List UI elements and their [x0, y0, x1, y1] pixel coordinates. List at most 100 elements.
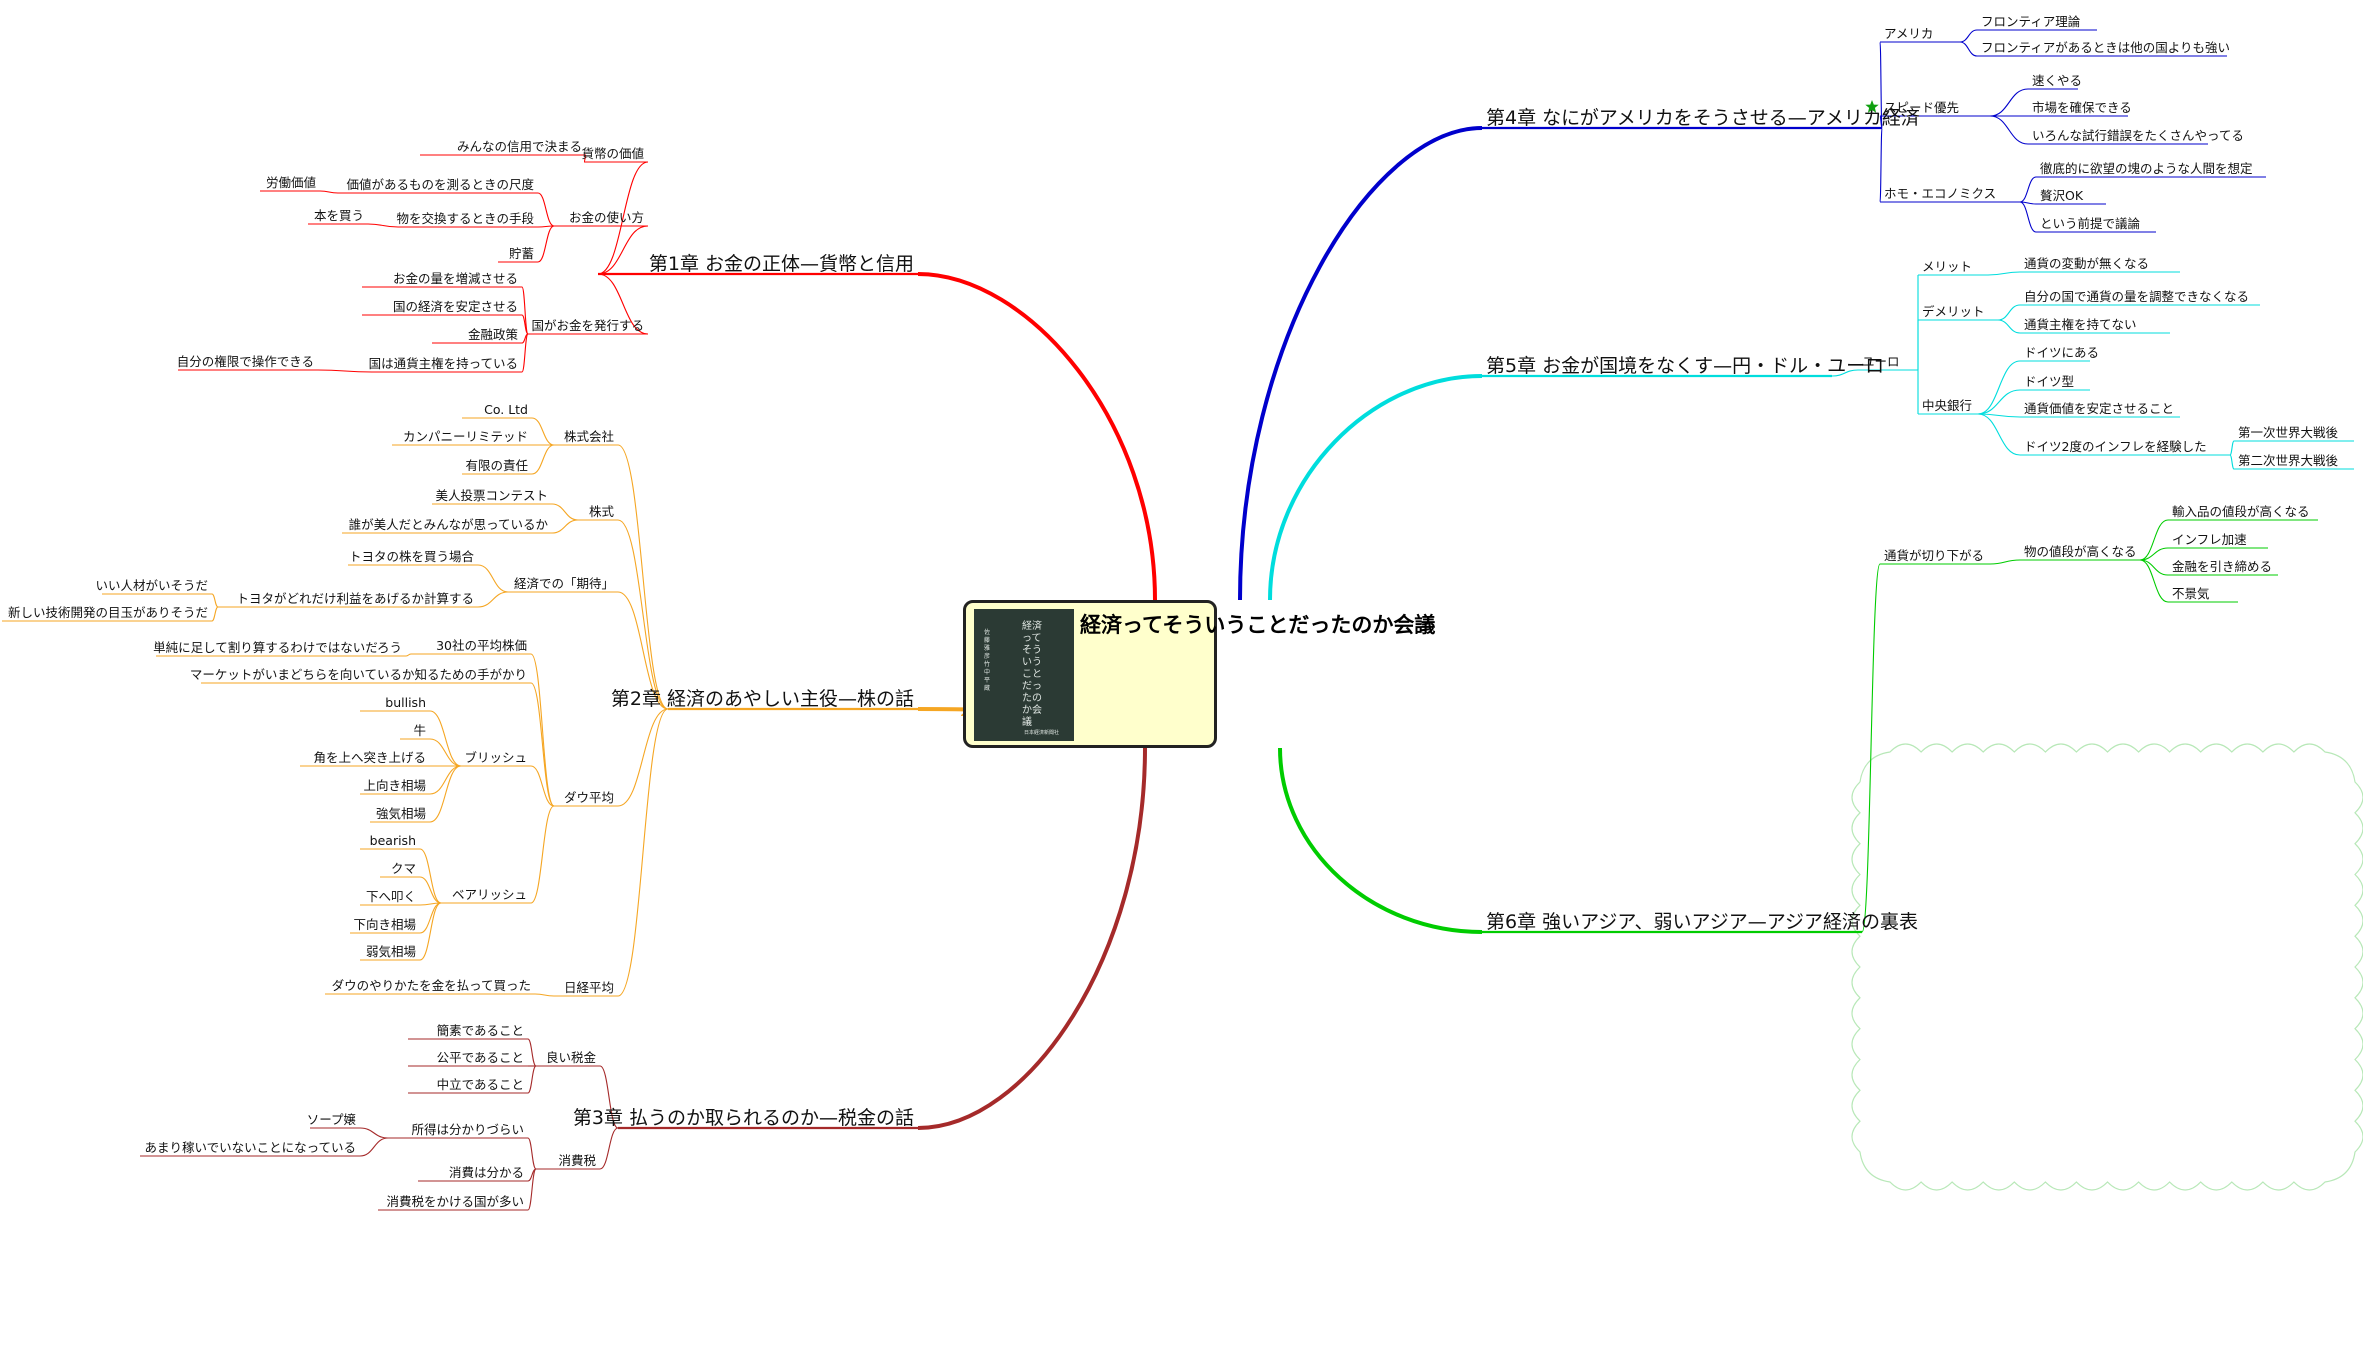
topic-node[interactable]: 中立であること	[437, 1077, 524, 1092]
topic-node[interactable]: 株式	[589, 504, 615, 519]
central-topic-title: 経済ってそういうことだったのか会議	[1080, 613, 1436, 637]
topic-node[interactable]: 輸入品の値段が高くなる	[2172, 504, 2310, 519]
topic-node[interactable]: 角を上へ突き上げる	[313, 750, 426, 765]
topic-node[interactable]: カンパニーリミテッド	[403, 429, 528, 444]
chapter-topic[interactable]: 第1章 お金の正体—貨幣と信用	[649, 253, 914, 275]
branch-connector	[530, 805, 555, 904]
topic-node[interactable]: メリット	[1922, 259, 1972, 274]
topic-node[interactable]: トヨタの株を買う場合	[349, 549, 475, 564]
topic-node[interactable]: 第一次世界大戦後	[2238, 425, 2339, 440]
topic-node[interactable]: 有限の責任	[465, 458, 528, 473]
topic-node[interactable]: 本を買う	[314, 208, 364, 223]
branch-connector	[617, 444, 669, 710]
topic-node[interactable]: ホモ・エコノミクス	[1884, 186, 1996, 201]
topic-node[interactable]: 価値があるものを測るときの尺度	[346, 177, 534, 192]
topic-node[interactable]: 贅沢OK	[2040, 188, 2084, 203]
topic-node[interactable]: 金融政策	[468, 327, 519, 342]
topic-node[interactable]: ドイツにある	[2024, 345, 2099, 360]
topic-node[interactable]: お金の使い方	[569, 210, 644, 225]
topic-node[interactable]: クマ	[391, 861, 416, 876]
branch-connector	[2229, 454, 2235, 470]
topic-node[interactable]: お金の量を増減させる	[393, 271, 518, 286]
topic-node[interactable]: ユーロ	[1862, 354, 1900, 369]
topic-node[interactable]: 通貨主権を持てない	[2024, 317, 2137, 332]
topic-node[interactable]: 株式会社	[564, 429, 614, 444]
chapter-connector	[917, 747, 1147, 1130]
topic-node[interactable]: 第二次世界大戦後	[2238, 453, 2339, 468]
topic-node[interactable]: 金融を引き締める	[2172, 559, 2272, 574]
topic-node[interactable]: 貨幣の価値	[581, 146, 644, 161]
topic-node[interactable]: 国がお金を発行する	[531, 318, 644, 333]
topic-node[interactable]: 消費税	[558, 1153, 596, 1168]
topic-node[interactable]: 通貨価値を安定させること	[2024, 401, 2174, 416]
topic-node[interactable]: ダウのやりかたを金を払って買った	[332, 978, 531, 993]
topic-node[interactable]: アメリカ	[1884, 26, 1933, 41]
topic-node[interactable]: 日経平均	[564, 980, 614, 995]
topic-node[interactable]: 通貨が切り下がる	[1884, 548, 1984, 563]
branch-connector	[419, 876, 442, 904]
topic-node[interactable]: 誰が美人だとみんなが思っているか	[349, 517, 549, 532]
branch-connector	[1879, 115, 1883, 129]
chapter-topic[interactable]: 第6章 強いアジア、弱いアジア—アジア経済の裏表	[1486, 911, 1918, 933]
topic-node[interactable]: ドイツ2度のインフレを経験した	[2024, 439, 2207, 454]
topic-node[interactable]: いろんな試行錯誤をたくさんやってる	[2032, 128, 2244, 143]
topic-node[interactable]: 自分の国で通貨の量を調整できなくなる	[2024, 289, 2249, 304]
topic-node[interactable]: 牛	[413, 723, 426, 738]
topic-node[interactable]: ダウ平均	[564, 790, 614, 805]
topic-node[interactable]: 消費税をかける国が多い	[386, 1194, 524, 1209]
topic-node[interactable]: ソープ嬢	[307, 1112, 357, 1127]
chapter-topic[interactable]: 第5章 お金が国境をなくす—円・ドル・ユーロ	[1486, 355, 1884, 377]
topic-node[interactable]: 市場を確保できる	[2032, 100, 2132, 115]
topic-node[interactable]: 単純に足して割り算するわけではないだろう	[153, 640, 402, 655]
topic-node[interactable]: 所得は分かりづらい	[411, 1122, 524, 1137]
topic-node[interactable]: という前提で議論	[2040, 216, 2141, 231]
chapter-topic[interactable]: 第3章 払うのか取られるのか—税金の話	[573, 1107, 914, 1129]
topic-node[interactable]: 下へ叩く	[366, 889, 416, 904]
topic-node[interactable]: 物を交換するときの手段	[396, 211, 534, 226]
topic-node[interactable]: 国の経済を安定させる	[393, 299, 518, 314]
topic-node[interactable]: 物の値段が高くなる	[2024, 544, 2137, 559]
topic-node[interactable]: 公平であること	[437, 1050, 524, 1065]
topic-node[interactable]: 貯蓄	[509, 246, 534, 261]
topic-node[interactable]: 中央銀行	[1922, 398, 1972, 413]
topic-node[interactable]: あまり稼いでいないことになっている	[144, 1140, 356, 1155]
topic-node[interactable]: スピード優先	[1884, 100, 1959, 115]
topic-node[interactable]: 下向き相場	[353, 917, 416, 932]
topic-node[interactable]: いい人材がいそうだ	[95, 578, 208, 593]
topic-node[interactable]: 不景気	[2172, 586, 2210, 601]
topic-node[interactable]: 強気相場	[376, 806, 426, 821]
topic-node[interactable]: トヨタがどれだけ利益をあげるか計算する	[236, 591, 474, 606]
chapter-topic[interactable]: 第4章 なにがアメリカをそうさせる—アメリカ経済	[1486, 107, 1920, 129]
topic-node[interactable]: 簡素であること	[437, 1023, 524, 1038]
topic-node[interactable]: フロンティアがあるときは他の国よりも強い	[1981, 40, 2230, 55]
topic-node[interactable]: 消費は分かる	[449, 1165, 524, 1180]
topic-node[interactable]: ブリッシュ	[464, 750, 527, 765]
topic-node[interactable]: 美人投票コンテスト	[435, 488, 548, 503]
topic-node[interactable]: Co. Ltd	[484, 402, 528, 417]
topic-node[interactable]: 労働価値	[266, 175, 316, 190]
topic-node[interactable]: bullish	[385, 695, 426, 710]
topic-node[interactable]: ドイツ型	[2024, 374, 2074, 389]
topic-node[interactable]: 通貨の変動が無くなる	[2024, 256, 2149, 271]
topic-node[interactable]: インフレ加速	[2172, 532, 2247, 547]
topic-node[interactable]: 自分の権限で操作できる	[177, 354, 314, 369]
branch-connector	[405, 653, 412, 657]
topic-node[interactable]: マーケットがいまどちらを向いているか知るための手がかり	[190, 667, 527, 682]
topic-node[interactable]: 国は通貨主権を持っている	[369, 356, 518, 371]
chapter-topic[interactable]: 第2章 経済のあやしい主役—株の話	[611, 688, 914, 710]
topic-node[interactable]: 速くやる	[2032, 73, 2082, 88]
topic-node[interactable]: 経済での「期待」	[514, 576, 614, 591]
topic-node[interactable]: 弱気相場	[366, 944, 416, 959]
central-topic[interactable]: 経済って そういうこと だったのか会議 佐藤雅彦 竹中平蔵 日本経済新聞社 経済…	[963, 600, 1435, 748]
topic-node[interactable]: 徹底的に欲望の塊のような人間を想定	[2040, 161, 2253, 176]
topic-node[interactable]: 新しい技術開発の目玉がありそうだ	[8, 605, 208, 620]
topic-node[interactable]: みんなの信用で決まる	[457, 139, 582, 154]
topic-node[interactable]: bearish	[370, 833, 416, 848]
topic-node[interactable]: 上向き相場	[363, 778, 426, 793]
topic-node[interactable]: ベアリッシュ	[452, 887, 527, 902]
topic-node[interactable]: 30社の平均株価	[436, 638, 527, 653]
topic-node[interactable]: 良い税金	[546, 1050, 597, 1065]
topic-node[interactable]: デメリット	[1922, 304, 1985, 319]
topic-node[interactable]: フロンティア理論	[1981, 14, 2081, 29]
